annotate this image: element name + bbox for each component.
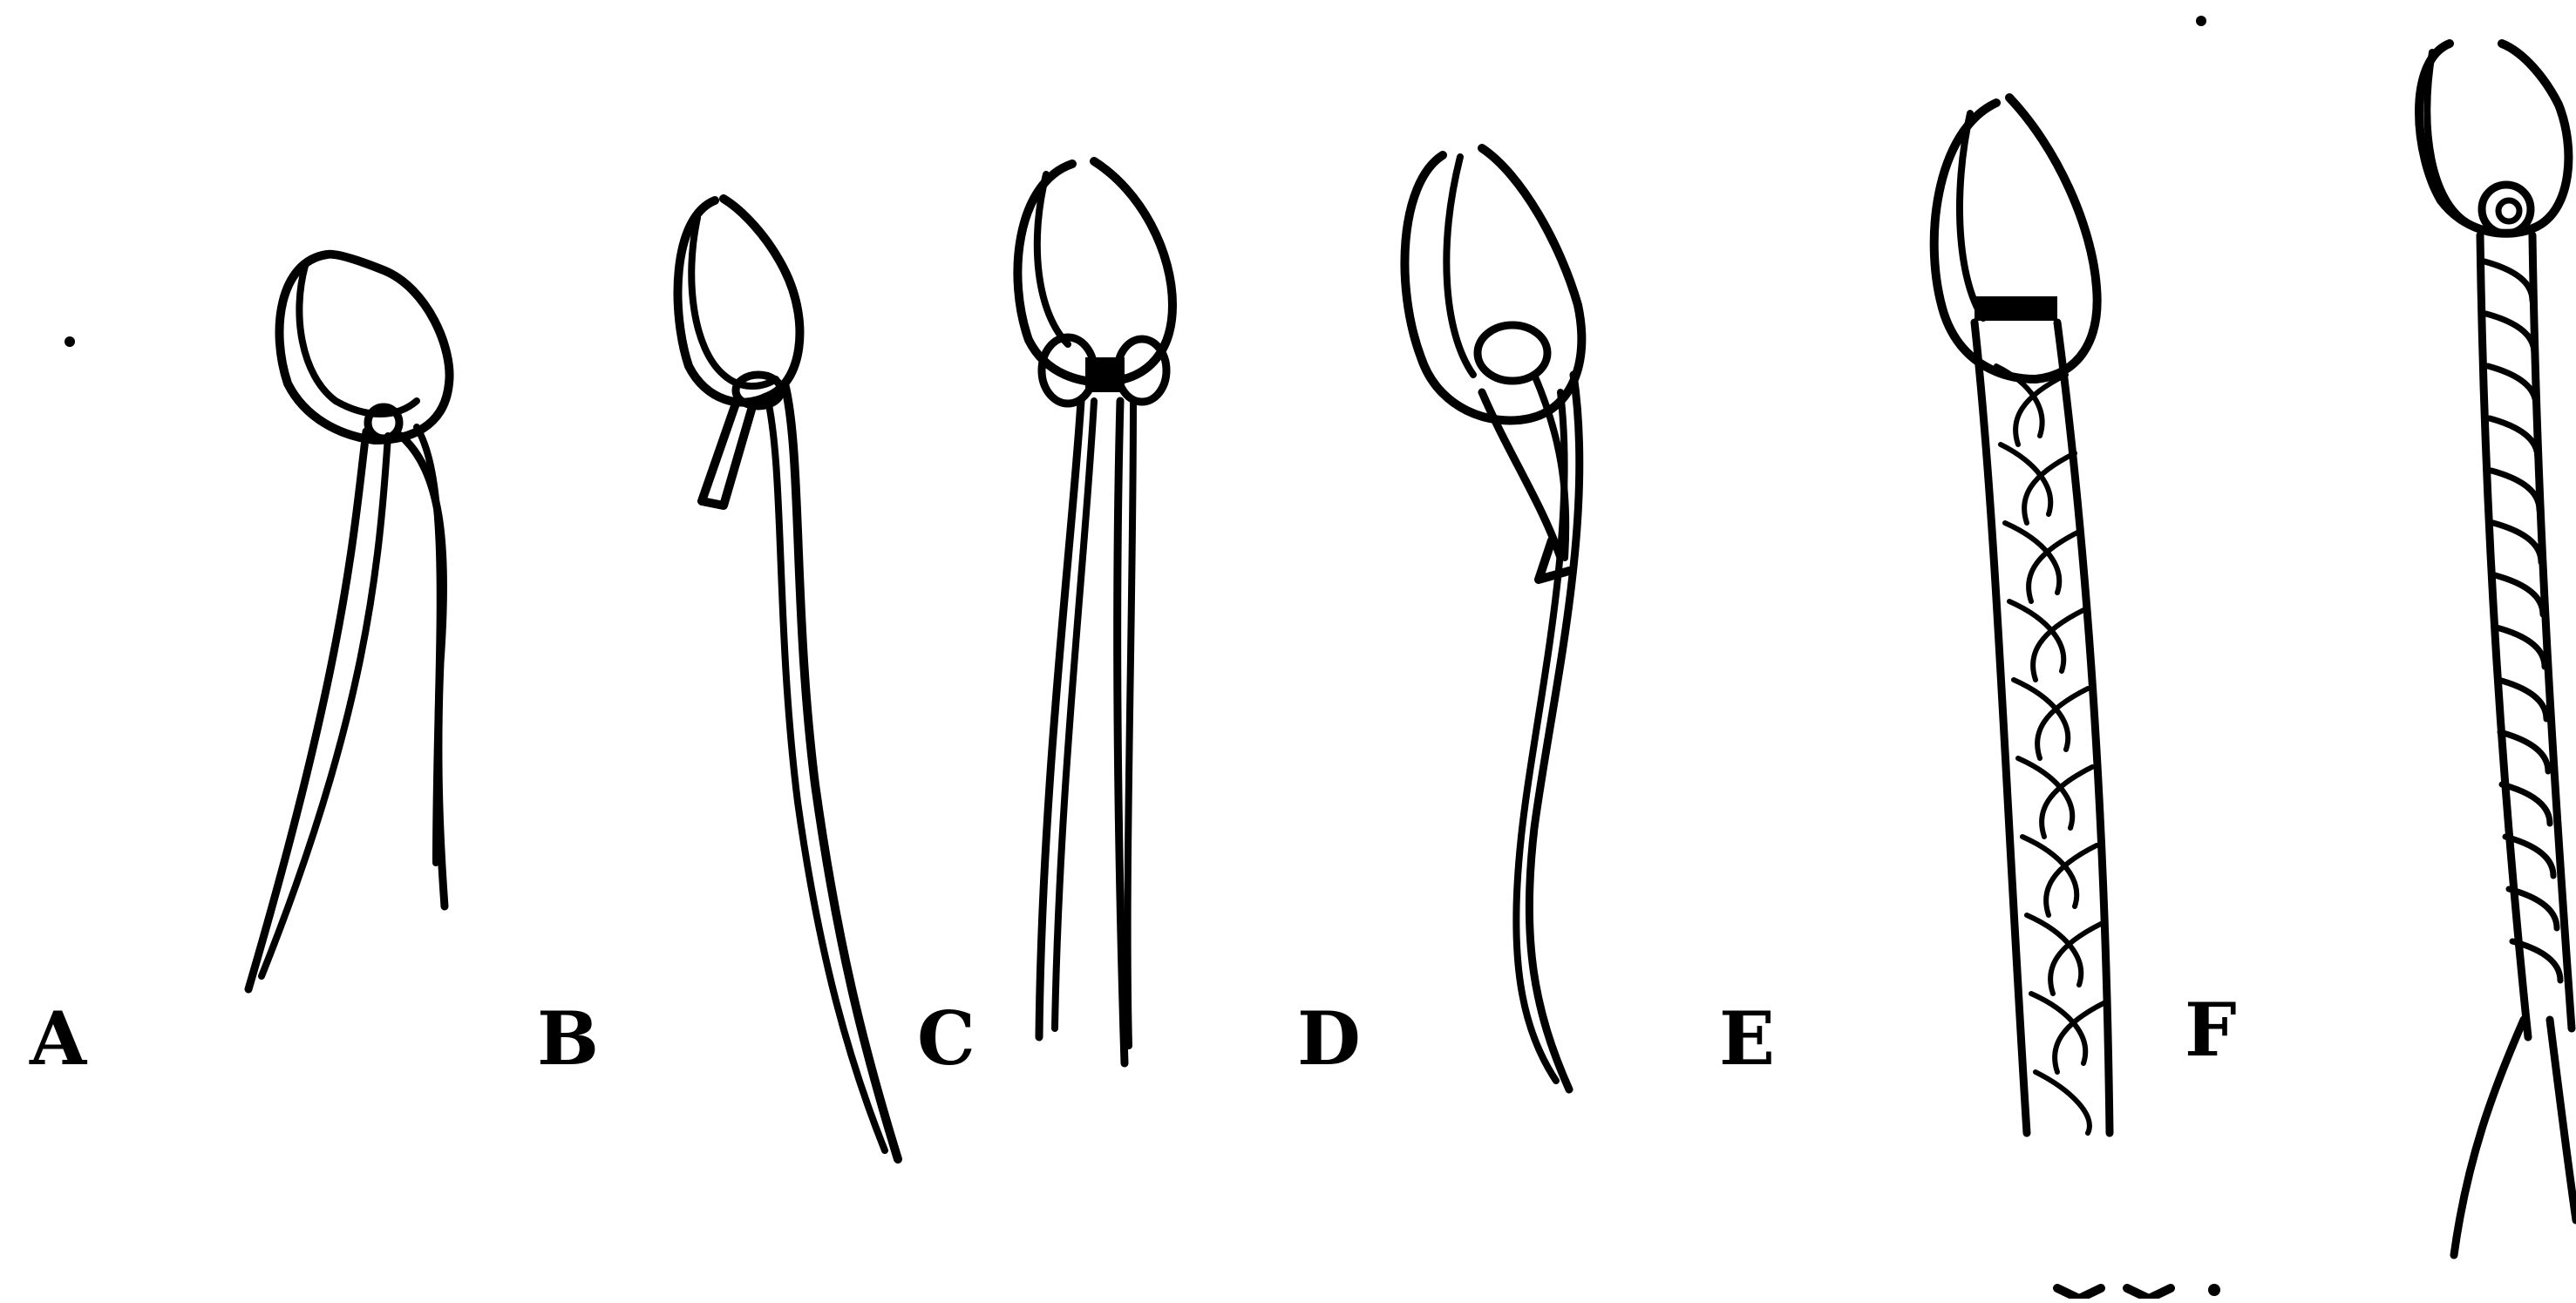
knot-drawing-c (1017, 161, 1172, 1063)
label-c: C (917, 1002, 975, 1076)
knot-drawing-b (678, 199, 898, 1159)
knot-drawing-f (2419, 44, 2576, 1255)
speck-top (2196, 16, 2206, 26)
label-a: A (30, 1002, 86, 1076)
knot-c-mass (1085, 357, 1125, 392)
label-d: D (1297, 1002, 1361, 1076)
speck-left (65, 336, 75, 347)
cropped-caption-mark (2057, 1288, 2171, 1299)
knot-drawing-a (248, 254, 450, 989)
knot-drawing-d (1404, 148, 1581, 1089)
knot-drawing-e (1934, 98, 2110, 1133)
cropped-caption-dot (2208, 1284, 2220, 1296)
label-f: F (2185, 994, 2237, 1067)
label-e: E (1719, 1002, 1775, 1076)
knot-e-mass (1974, 296, 2057, 321)
label-b: B (537, 1002, 599, 1076)
